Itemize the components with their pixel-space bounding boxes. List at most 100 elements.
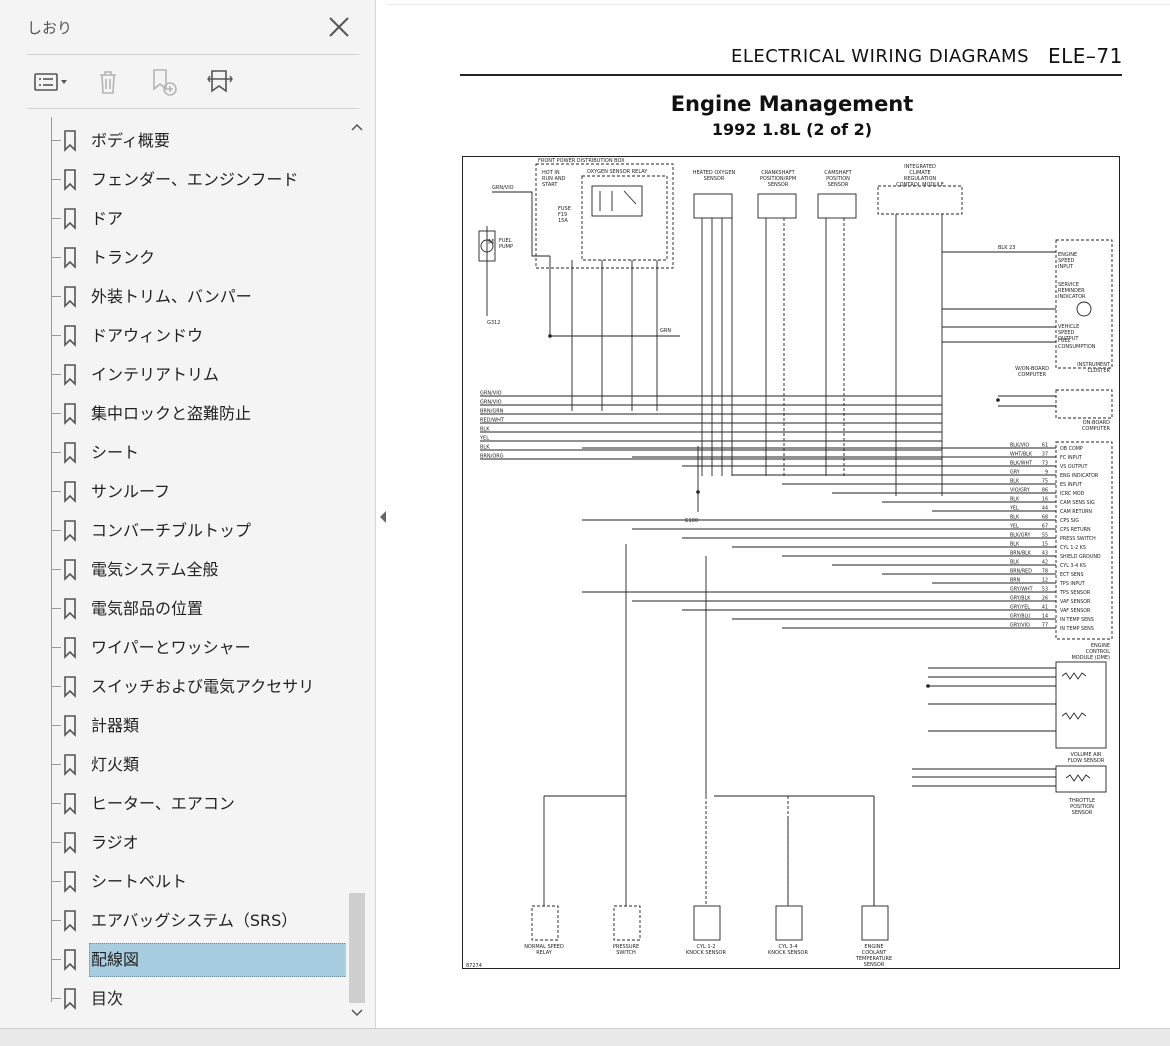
bookmark-item[interactable]: スイッチおよび電気アクセサリ bbox=[51, 670, 346, 704]
close-panel-icon[interactable] bbox=[326, 14, 352, 40]
dme-pin-function: PRESS SWITCH bbox=[1060, 536, 1096, 542]
dme-pin-number: 12 bbox=[1042, 578, 1048, 584]
tree-connector bbox=[51, 920, 61, 921]
sensor-box bbox=[613, 905, 641, 941]
bookmark-item[interactable]: 集中ロックと盗難防止 bbox=[51, 397, 346, 431]
header-rule bbox=[460, 74, 1122, 76]
divider bbox=[27, 108, 359, 109]
dme-pin-function: OB COMP bbox=[1060, 446, 1083, 452]
tree-connector bbox=[51, 257, 61, 258]
bookmark-icon bbox=[64, 442, 76, 464]
scroll-thumb[interactable] bbox=[349, 893, 365, 1003]
motor-symbol: M bbox=[488, 238, 494, 246]
delete-bookmark-button[interactable] bbox=[87, 64, 129, 100]
bookmark-item[interactable]: 外装トリム、バンパー bbox=[51, 280, 346, 314]
junction bbox=[996, 398, 1000, 402]
bookmark-label: ラジオ bbox=[91, 833, 139, 852]
on-board-computer bbox=[1055, 389, 1113, 419]
bookmark-item[interactable]: 灯火類 bbox=[51, 748, 346, 782]
dme-pin-number: 16 bbox=[1042, 497, 1048, 503]
dme-pin-number: 15 bbox=[1042, 542, 1048, 548]
wire bbox=[1061, 672, 1087, 680]
bookmark-item[interactable]: ラジオ bbox=[51, 826, 346, 860]
dme-pin-function: ECT SENS bbox=[1060, 572, 1084, 578]
new-bookmark-button[interactable] bbox=[143, 64, 185, 100]
bookmark-item[interactable]: 配線図 bbox=[51, 943, 346, 977]
tps-box bbox=[1055, 765, 1107, 793]
figure-id: 87274 bbox=[466, 963, 482, 969]
dme-pin-function: ICRC MOD bbox=[1060, 491, 1085, 497]
dme-wire-label: YEL bbox=[1009, 506, 1019, 512]
bookmark-item[interactable]: インテリアトリム bbox=[51, 358, 346, 392]
tree-connector bbox=[51, 764, 61, 765]
bookmark-item[interactable]: ドアウィンドウ bbox=[51, 319, 346, 353]
dme-pin-number: 53 bbox=[1042, 587, 1048, 593]
dme-pin-function: IN TEMP SENS bbox=[1060, 617, 1094, 623]
options-menu-button[interactable] bbox=[27, 64, 73, 100]
bookmark-item[interactable]: 電気システム全般 bbox=[51, 553, 346, 587]
bookmark-item[interactable]: シートベルト bbox=[51, 865, 346, 899]
bookmark-item[interactable]: フェンダー、エンジンフード bbox=[51, 163, 346, 197]
dme-pin-number: 41 bbox=[1042, 605, 1048, 611]
dme-pin-function: CYL 1-2 KS bbox=[1060, 545, 1086, 551]
tree-connector bbox=[51, 530, 61, 531]
bookmark-icon bbox=[64, 286, 76, 308]
bookmark-item[interactable]: トランク bbox=[51, 241, 346, 275]
wire-color-label: GRN/VIO bbox=[480, 391, 502, 397]
bookmark-scrollbar[interactable] bbox=[347, 117, 367, 1028]
bookmark-label: コンバーチブルトップ bbox=[91, 521, 252, 540]
bookmark-item[interactable]: ワイパーとワッシャー bbox=[51, 631, 346, 665]
dme-pin-number: 73 bbox=[1042, 461, 1048, 467]
dme-pin-function: CAM RETURN bbox=[1060, 509, 1092, 515]
dme-pin-function: VS OUTPUT bbox=[1060, 464, 1087, 470]
sensor-box bbox=[757, 193, 797, 219]
dme-wire-label: BLK bbox=[1010, 515, 1020, 521]
bookmark-item[interactable]: シート bbox=[51, 436, 346, 470]
bookmark-label: 灯火類 bbox=[91, 755, 140, 774]
bookmark-item[interactable]: 目次 bbox=[51, 982, 346, 1016]
scroll-down-icon[interactable] bbox=[351, 1008, 363, 1018]
bookmark-item[interactable]: 計器類 bbox=[51, 709, 346, 743]
bookmark-icon bbox=[64, 520, 76, 542]
bookmark-item[interactable]: ヒーター、エアコン bbox=[51, 787, 346, 821]
bookmark-icon bbox=[64, 364, 76, 386]
bookmark-tree: ボディ概要フェンダー、エンジンフードドアトランク外装トリム、バンパードアウィンド… bbox=[0, 117, 346, 1028]
tag-bookmark-button[interactable] bbox=[199, 64, 241, 100]
diagram-label: OXYGEN SENSOR RELAY bbox=[587, 169, 648, 175]
bookmark-icon bbox=[64, 247, 76, 269]
dme-wire-label: GRY/BLU bbox=[1010, 614, 1031, 620]
fuel-pump bbox=[478, 230, 496, 262]
dme-pin-number: 37 bbox=[1042, 452, 1048, 458]
bookmark-item[interactable]: ドア bbox=[51, 202, 346, 236]
dme-pin-number: 42 bbox=[1042, 560, 1048, 566]
dme-wire-label: BRN/RED bbox=[1010, 569, 1032, 575]
dme-pin-number: 67 bbox=[1042, 524, 1048, 530]
tree-line bbox=[51, 117, 52, 1002]
bookmark-item[interactable]: エアバッグシステム（SRS） bbox=[51, 904, 346, 938]
bookmark-item[interactable]: 電気部品の位置 bbox=[51, 592, 346, 626]
engine-control-module bbox=[1055, 441, 1113, 640]
collapse-panel-icon[interactable] bbox=[378, 509, 388, 525]
sensor-box bbox=[693, 193, 733, 219]
bookmark-item[interactable]: コンバーチブルトップ bbox=[51, 514, 346, 548]
wire bbox=[1065, 774, 1091, 782]
dme-wire-label: GRY/BLK bbox=[1010, 596, 1031, 602]
scroll-up-icon[interactable] bbox=[351, 122, 363, 132]
sensor-box bbox=[861, 905, 889, 941]
bookmark-item[interactable]: ボディ概要 bbox=[51, 124, 346, 158]
sensor-box bbox=[817, 193, 857, 219]
bookmark-item[interactable]: サンルーフ bbox=[51, 475, 346, 509]
wire bbox=[1061, 712, 1087, 720]
junction bbox=[696, 490, 700, 494]
wire-color-label: BRN/ORG bbox=[480, 454, 504, 460]
diagram-label: BLK 23 bbox=[998, 245, 1015, 251]
bookmark-label: サンルーフ bbox=[91, 482, 171, 501]
dme-wire-label: BLK/VIO bbox=[1010, 443, 1029, 449]
bookmark-label: ドア bbox=[91, 209, 124, 228]
